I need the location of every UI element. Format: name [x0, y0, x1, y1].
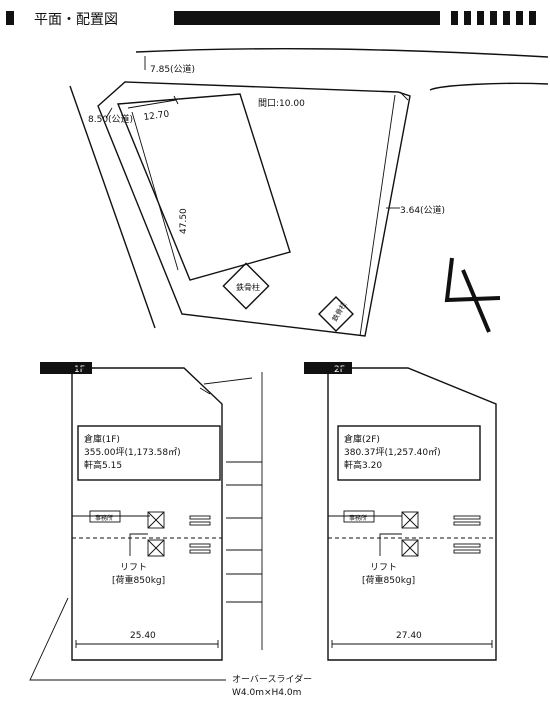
site-boundary — [97, 81, 411, 337]
floor-1f-lift-box — [147, 511, 165, 529]
marker-b-label: 鉄骨柱 — [330, 300, 348, 323]
right-road-top — [429, 82, 549, 91]
building-outline — [116, 93, 291, 281]
marker-a — [222, 262, 270, 310]
header-marker — [6, 11, 14, 25]
road-right-label: 3.64(公道) — [400, 204, 445, 216]
floor-1f-tab — [40, 362, 92, 374]
road-left-label: 8.50(公道) — [88, 113, 133, 125]
header-stripes — [451, 11, 536, 25]
floor-2f-outline — [327, 367, 497, 661]
floor-1f-lift-capacity: [荷重850kg] — [112, 574, 165, 586]
frontage-label: 間口:10.00 — [258, 98, 305, 109]
floor-1f-title: 倉庫(1F) — [84, 433, 120, 445]
floor-1f-info-box — [77, 425, 221, 481]
top-road-edge — [135, 48, 549, 58]
right-road-edge — [359, 94, 396, 337]
overhead-slider-size: W4.0m×H4.0m — [232, 688, 301, 698]
site-plan: 7.85(公道) 8.50(公道) 間口:10.00 3.64(公道) 12.7… — [69, 48, 549, 337]
floor-1f-stair-icon — [189, 515, 211, 554]
marker-b — [318, 296, 354, 332]
floor-2f-info-box — [337, 425, 481, 481]
floor-1f-height: 軒高5.15 — [84, 459, 122, 471]
floor-2f-room-tag: 事務所 — [349, 514, 367, 522]
floor-2f-lift-label: リフト — [370, 563, 397, 573]
floor-2f-title: 倉庫(2F) — [344, 433, 380, 445]
floor-2f-width-dim: 27.40 — [396, 631, 422, 641]
floor-1f-lift-label: リフト — [120, 563, 147, 573]
floor-2f-plan: 2F 倉庫(2F) 380.37坪(1,257.40㎡) 軒高3.20 事務所 … — [304, 362, 497, 661]
header-bar — [174, 11, 440, 25]
floor-2f-height: 軒高3.20 — [344, 459, 382, 471]
floor-2f-lift-capacity: [荷重850kg] — [362, 574, 415, 586]
road-top-label: 7.85(公道) — [150, 63, 195, 75]
page-title: 平面・配置図 — [34, 12, 118, 28]
floor-2f-lift-box — [401, 511, 419, 529]
floor-1f-width-dim: 25.40 — [130, 631, 156, 641]
floor-1f-plan: 1F 倉庫(1F) 355.00坪(1,173.58㎡) 軒高5.15 事務所 — [40, 362, 263, 661]
overhead-slider-callout: オーバースライダー W4.0m×H4.0m — [29, 597, 312, 698]
left-road-edge — [69, 85, 156, 329]
building-depth-label: 47.50 — [179, 208, 189, 234]
floor-2f-label: 2F — [334, 365, 345, 375]
overhead-slider-label: オーバースライダー — [232, 673, 312, 685]
north-arrow-icon — [444, 257, 501, 333]
floor-2f-area: 380.37坪(1,257.40㎡) — [344, 447, 441, 458]
marker-a-label: 鉄骨柱 — [236, 282, 260, 292]
floor-2f-stair-icon — [453, 515, 481, 554]
floor-1f-outline — [71, 367, 223, 661]
floor-1f-label: 1F — [74, 365, 85, 375]
building-width-label: 12.70 — [143, 109, 170, 123]
floor-1f-area: 355.00坪(1,173.58㎡) — [84, 447, 181, 458]
floor-1f-slider-links — [226, 461, 262, 603]
floor-1f-room-tag: 事務所 — [95, 514, 113, 522]
